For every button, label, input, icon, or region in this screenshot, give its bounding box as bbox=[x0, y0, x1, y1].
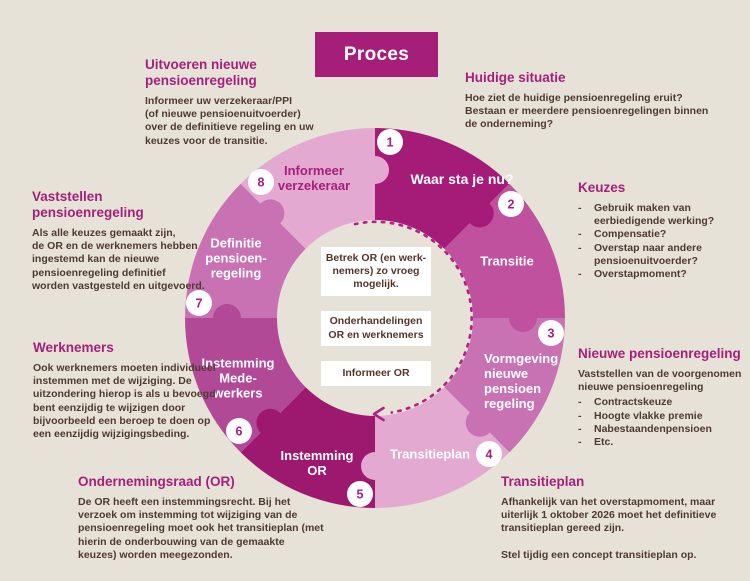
note-body: Hoe ziet de huidige pensioenregeling eru… bbox=[465, 91, 709, 131]
badge-1: 1 bbox=[377, 129, 403, 155]
badge-4-number: 4 bbox=[486, 448, 493, 462]
note-heading: Werknemers bbox=[33, 340, 114, 355]
center-note-betrek-or: Betrek OR (en werk- nemers) zo vroeg mog… bbox=[321, 247, 431, 296]
bullet-item: - Compensatie? bbox=[578, 228, 667, 241]
badge-1-number: 1 bbox=[387, 136, 394, 150]
badge-2-number: 2 bbox=[508, 198, 515, 212]
note-heading: Huidige situatie bbox=[465, 70, 566, 85]
knob-7-8 bbox=[256, 199, 285, 228]
note-keuzes: Keuzes - Gebruik maken van eerbiedigende… bbox=[578, 180, 714, 281]
note-heading: Uitvoeren nieuwe pensioenregeling bbox=[145, 57, 257, 88]
knob-4-5 bbox=[361, 452, 389, 480]
bullet-item: - Hoogte vlakke premie bbox=[578, 409, 703, 422]
bullet-item: - Etc. bbox=[578, 436, 614, 449]
segment-3-shape bbox=[444, 318, 565, 453]
badge-8-number: 8 bbox=[258, 176, 265, 190]
note-werknemers: Werknemers Ook werknemers moeten individ… bbox=[33, 340, 216, 441]
badge-8: 8 bbox=[248, 169, 274, 195]
badge-7-number: 7 bbox=[196, 297, 203, 311]
bullet-dash: - bbox=[578, 241, 582, 254]
badge-6: 6 bbox=[226, 418, 252, 444]
bullet-dash: - bbox=[578, 268, 582, 281]
bullet-item: - Overstapmoment? bbox=[578, 268, 687, 281]
puzzle-knobs bbox=[213, 156, 537, 480]
clockwise-flow-arrow bbox=[353, 220, 473, 422]
knob-6-7 bbox=[213, 304, 241, 332]
note-body: Informeer uw verzekeraar/PPI (of nieuwe … bbox=[145, 94, 314, 147]
knob-1-2 bbox=[465, 199, 494, 228]
bullet-item: - Overstap naar andere pensioenuitvoerde… bbox=[578, 241, 702, 267]
knob-8-1 bbox=[361, 156, 389, 184]
segment-5-shape bbox=[240, 387, 375, 508]
note-body: Als alle keuzes gemaakt zijn, de OR en d… bbox=[32, 226, 205, 292]
bullet-dash: - bbox=[578, 436, 582, 449]
note-body: De OR heeft een instemmingsrecht. Bij he… bbox=[78, 495, 324, 561]
bullet-item: - Nabestaandenpensioen bbox=[578, 422, 712, 435]
segment-6-shape bbox=[185, 318, 306, 453]
step-badges: 1 2 3 4 5 6 7 bbox=[186, 129, 564, 507]
knob-2-3 bbox=[509, 304, 537, 332]
bullet-dash: - bbox=[578, 409, 582, 422]
segment-2-shape bbox=[444, 183, 565, 318]
bullet-dash: - bbox=[578, 201, 582, 214]
center-note-text: Onderhandelingen OR en werknemers bbox=[328, 315, 424, 341]
badge-4: 4 bbox=[476, 441, 502, 467]
wheel-segments bbox=[185, 128, 565, 508]
note-body: Ook werknemers moeten individueel instem… bbox=[33, 361, 216, 441]
center-note-onderhandelingen: Onderhandelingen OR en werknemers bbox=[321, 311, 431, 346]
note-huidige-situatie: Huidige situatie Hoe ziet de huidige pen… bbox=[465, 70, 708, 132]
bullet-dash: - bbox=[578, 422, 582, 435]
bullet-dash: - bbox=[578, 228, 582, 241]
note-heading: Transitieplan bbox=[501, 474, 585, 489]
badge-3-number: 3 bbox=[548, 327, 555, 341]
note-body: Afhankelijk van het overstapmoment, maar… bbox=[501, 495, 717, 561]
badge-5: 5 bbox=[347, 481, 373, 507]
bullet-dash: - bbox=[578, 396, 582, 409]
badge-6-number: 6 bbox=[236, 425, 243, 439]
bullet-item: - Gebruik maken van eerbiedigende werkin… bbox=[578, 201, 715, 228]
note-heading: Ondernemingsraad (OR) bbox=[78, 474, 235, 489]
note-uitvoeren-nieuwe-pensioenregeling: Uitvoeren nieuwe pensioenregeling Inform… bbox=[145, 57, 314, 148]
note-heading: Vaststellen pensioenregeling bbox=[32, 189, 144, 220]
badge-3: 3 bbox=[538, 320, 564, 346]
knob-5-6 bbox=[256, 408, 285, 437]
page-title: Proces bbox=[343, 43, 410, 65]
note-nieuwe-pensioenregeling: Nieuwe pensioenregeling Vaststellen van … bbox=[578, 346, 741, 449]
segment-8-shape bbox=[240, 128, 375, 249]
badge-7: 7 bbox=[186, 290, 212, 316]
bullet-item: - Contractskeuze bbox=[578, 396, 673, 409]
segment-7-shape bbox=[185, 183, 306, 318]
segment-1-shape bbox=[375, 128, 510, 249]
note-vaststellen-pensioenregeling: Vaststellen pensioenregeling Als alle ke… bbox=[32, 189, 205, 293]
note-intro: Vaststellen van de voorgenomen nieuwe pe… bbox=[578, 367, 742, 394]
note-heading: Nieuwe pensioenregeling bbox=[578, 346, 741, 361]
center-note-informeer-or: Informeer OR bbox=[321, 361, 431, 386]
note-heading: Keuzes bbox=[578, 180, 626, 195]
center-note-text: Betrek OR (en werk- nemers) zo vroeg mog… bbox=[325, 251, 427, 291]
center-note-text: Informeer OR bbox=[342, 366, 410, 379]
note-ondernemingsraad: Ondernemingsraad (OR) De OR heeft een in… bbox=[78, 474, 324, 562]
dashed-arc bbox=[353, 220, 473, 414]
segment-4-shape bbox=[375, 387, 510, 508]
knob-3-4 bbox=[465, 408, 494, 437]
badge-2: 2 bbox=[498, 191, 524, 217]
note-transitieplan: Transitieplan Afhankelijk van het overst… bbox=[501, 474, 716, 562]
badge-5-number: 5 bbox=[357, 488, 364, 502]
arrowhead-icon bbox=[372, 406, 385, 422]
process-title-box: Proces bbox=[315, 32, 438, 77]
